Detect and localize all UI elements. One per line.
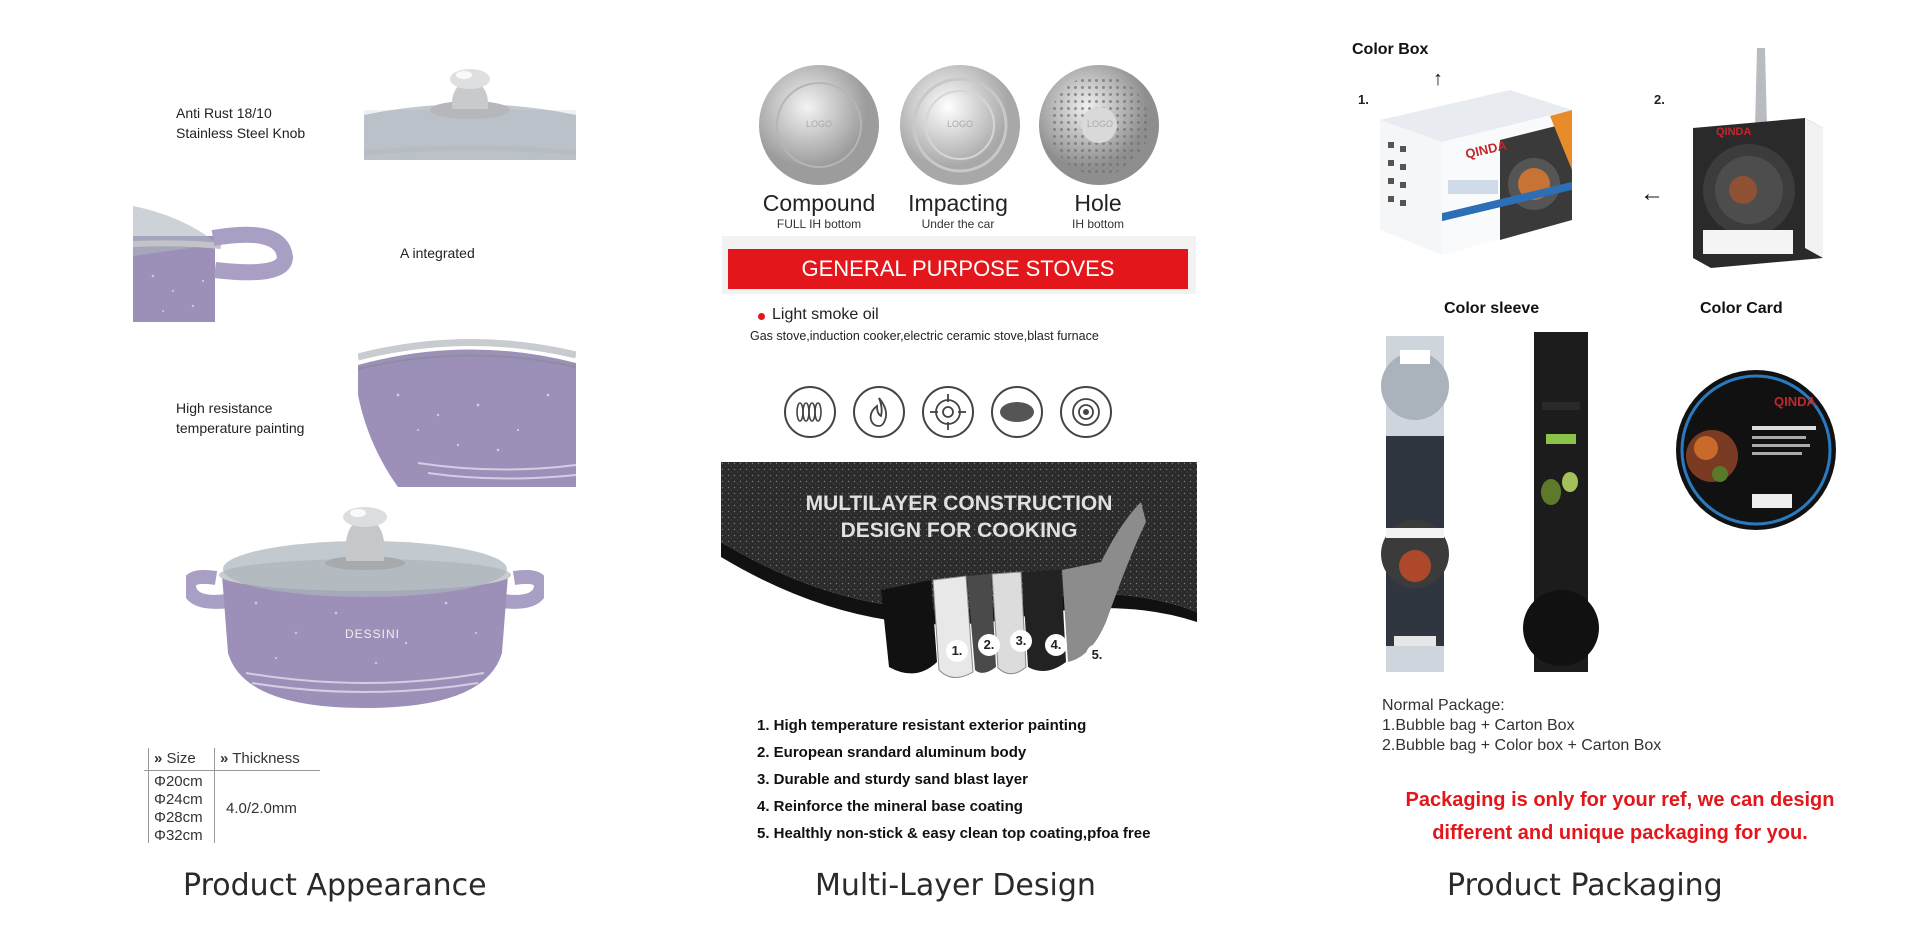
knob-label-line-1: Anti Rust 18/10 [176, 105, 272, 121]
gas-burner-icon [922, 386, 974, 438]
bottom-label-impacting: Impacting Under the car [893, 190, 1023, 231]
knob-label-line-2: Stainless Steel Knob [176, 125, 306, 141]
ceramic-hob-icon [1060, 386, 1112, 438]
full-pot-photo [186, 507, 544, 708]
color-box-image [1380, 90, 1572, 255]
color-card-image [1676, 370, 1836, 530]
feature-item: 3. Durable and sturdy sand blast layer [757, 771, 1028, 788]
size-value: Φ28cm [154, 809, 203, 826]
disc-logo: LOGO [947, 119, 974, 129]
normal-package-line: 1.Bubble bag + Carton Box [1382, 717, 1575, 734]
normal-package-title: Normal Package: [1382, 697, 1505, 714]
construction-title-line-2: DESIGN FOR COOKING [840, 519, 1078, 542]
stove-types: Gas stove,induction cooker,electric cera… [750, 329, 1099, 343]
lid-photo [364, 69, 576, 160]
bottom-title: Hole [1074, 190, 1122, 216]
compound-bottom-disc [759, 65, 879, 185]
layer-number: 4. [1045, 634, 1067, 656]
feature-item: 1. High temperature resistant exterior p… [757, 717, 1087, 734]
bottom-subtitle: FULL IH bottom [776, 217, 862, 231]
bottom-title: Compound [762, 190, 876, 216]
thickness-header: » Thickness [220, 750, 300, 767]
painting-label-line-2: temperature painting [176, 420, 305, 436]
impacting-bottom-disc [900, 65, 1020, 185]
bottom-label-hole: Hole IH bottom [1033, 190, 1163, 231]
size-value: Φ20cm [154, 773, 203, 790]
packaging-note-line-1: Packaging is only for your ref, we can d… [1405, 789, 1835, 811]
size-value: Φ32cm [154, 827, 203, 844]
color-sleeve-gray-image [1381, 336, 1449, 672]
frying-pan-box-image [1693, 48, 1823, 268]
size-table: » Size » Thickness Φ20cm Φ24cm Φ28cm Φ32… [144, 748, 320, 844]
electric-plate-icon [991, 386, 1043, 438]
caption-product-appearance: Product Appearance [183, 868, 487, 903]
size-value: Φ24cm [154, 791, 203, 808]
number-1: 1. [1358, 92, 1369, 107]
layer-number: 1. [946, 640, 968, 662]
size-header: » Size [154, 750, 196, 767]
knob-label: Anti Rust 18/10 Stainless Steel Knob [176, 103, 305, 143]
layer-number: 5. [1086, 644, 1108, 666]
construction-title: MULTILAYER CONSTRUCTION DESIGN FOR COOKI… [721, 490, 1197, 544]
packaging-note: Packaging is only for your ref, we can d… [1340, 784, 1900, 850]
number-2: 2. [1654, 92, 1665, 107]
up-arrow-icon: ↑ [1433, 68, 1443, 90]
induction-coil-icon [784, 386, 836, 438]
construction-title-line-1: MULTILAYER CONSTRUCTION [805, 492, 1113, 515]
size-header-label: Size [166, 750, 196, 767]
color-sleeve-title: Color sleeve [1444, 300, 1540, 317]
brand-logo: DESSINI [345, 627, 401, 641]
hole-bottom-disc [1039, 65, 1159, 185]
bottom-title: Impacting [908, 190, 1008, 216]
thickness-value: 4.0/2.0mm [226, 800, 297, 817]
bottom-subtitle: Under the car [921, 217, 995, 231]
layer-number: 2. [978, 634, 1000, 656]
double-chevron-icon: » [220, 750, 229, 767]
brand-logo: QINDA [1774, 394, 1816, 409]
packaging-note-line-2: different and unique packaging for you. [1432, 822, 1808, 844]
color-card-title: Color Card [1700, 300, 1783, 317]
feature-item: 4. Reinforce the mineral base coating [757, 798, 1023, 815]
painting-label: High resistance temperature painting [176, 398, 304, 438]
painting-label-line-1: High resistance [176, 400, 273, 416]
feature-item: 2. European srandard aluminum body [757, 744, 1027, 761]
left-arrow-icon: ← [1640, 180, 1664, 207]
bullet-text: Light smoke oil [772, 306, 879, 323]
handle-photo [133, 196, 293, 322]
stoves-banner: GENERAL PURPOSE STOVES [728, 249, 1188, 289]
thickness-header-label: Thickness [232, 750, 300, 767]
bullet-dot [758, 313, 765, 320]
caption-multilayer-design: Multi-Layer Design [815, 868, 1096, 903]
normal-package-line: 2.Bubble bag + Color box + Carton Box [1382, 737, 1662, 754]
bottom-label-compound: Compound FULL IH bottom [754, 190, 884, 231]
feature-item: 5. Healthly non-stick & easy clean top c… [757, 825, 1151, 842]
pot-body-photo [358, 335, 576, 487]
disc-logo: LOGO [1087, 119, 1114, 129]
color-box-title: Color Box [1352, 41, 1429, 58]
stoves-banner-text: GENERAL PURPOSE STOVES [801, 256, 1115, 281]
caption-product-packaging: Product Packaging [1447, 868, 1723, 903]
handle-label: A integrated [400, 245, 475, 261]
disc-logo: LOGO [806, 119, 833, 129]
double-chevron-icon: » [154, 750, 163, 767]
brand-logo: QINDA [1716, 126, 1752, 138]
layer-number: 3. [1010, 630, 1032, 652]
flame-icon [853, 386, 905, 438]
color-sleeve-black-image [1523, 332, 1599, 672]
bottom-subtitle: IH bottom [1071, 217, 1125, 231]
